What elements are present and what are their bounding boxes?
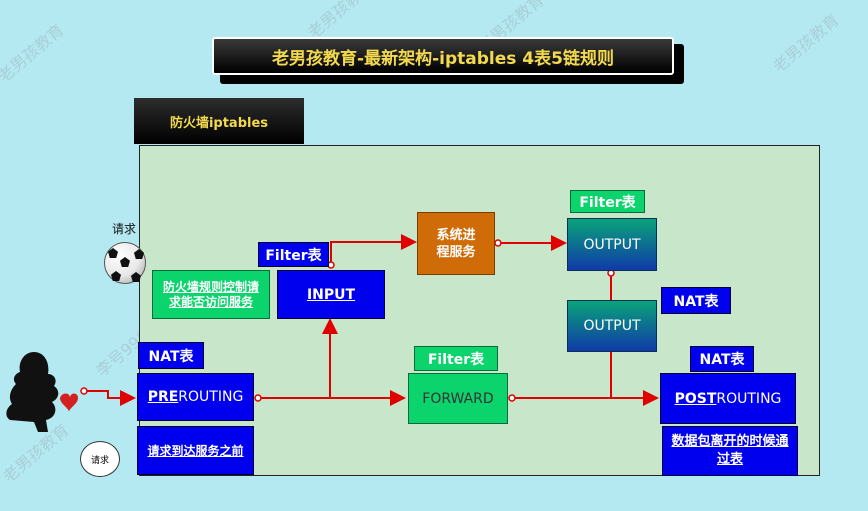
- firewall-label: 防火墙iptables: [134, 98, 304, 144]
- arrow-client-to-prerouting: [84, 390, 136, 406]
- connector-dot: [254, 394, 262, 402]
- output-chain-top: OUTPUT: [567, 218, 657, 271]
- input-chain: INPUT: [277, 270, 385, 319]
- connector-dot: [80, 387, 88, 395]
- filter-table-input: Filter表: [258, 242, 329, 267]
- nat-table-output: NAT表: [661, 287, 731, 314]
- request-ball-label: 请求: [112, 222, 137, 236]
- page-title: 老男孩教育-最新架构-iptables 4表5链规则: [212, 37, 674, 75]
- request-circle: 请求: [80, 441, 120, 477]
- prerouting-note: 请求到达服务之前: [137, 426, 254, 475]
- connector-dot: [508, 394, 516, 402]
- firewall-rule-note: 防火墙规则控制请求能否访问服务: [152, 270, 270, 319]
- output-chain-bottom: OUTPUT: [567, 300, 657, 352]
- arrow-input-to-process: [330, 234, 417, 265]
- system-process-service: 系统进程服务: [417, 212, 495, 275]
- filter-table-output: Filter表: [570, 190, 645, 213]
- nat-table-postrouting: NAT表: [690, 346, 754, 372]
- client-silhouette-icon: [6, 352, 78, 432]
- nat-table-prerouting: NAT表: [138, 342, 204, 369]
- filter-table-forward: Filter表: [414, 346, 498, 371]
- connector-dot: [494, 239, 502, 247]
- postrouting-note: 数据包离开的时候通过表: [662, 426, 798, 476]
- soccer-ball-icon: [104, 242, 146, 284]
- forward-chain: FORWARD: [408, 373, 508, 424]
